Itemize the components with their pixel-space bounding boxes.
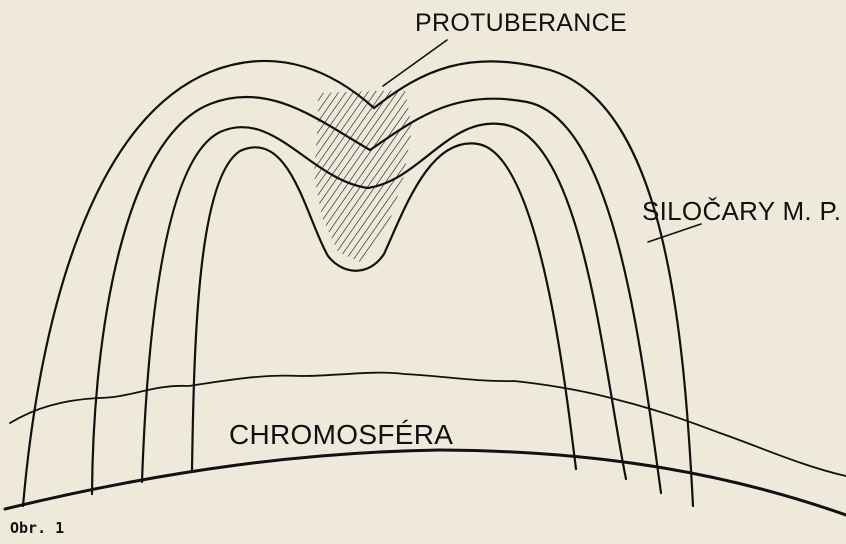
prominence-leader-line bbox=[383, 40, 447, 86]
solar-limb bbox=[5, 450, 846, 515]
field-lines-label: SILOČARY M. P. bbox=[642, 198, 841, 224]
figure-caption: Obr. 1 bbox=[10, 521, 64, 536]
chromosphere-label: CHROMOSFÉRA bbox=[229, 421, 453, 449]
field-lines-leader-line bbox=[648, 224, 701, 242]
prominence-shading bbox=[314, 90, 412, 262]
prominence-label: PROTUBERANCE bbox=[415, 11, 627, 36]
